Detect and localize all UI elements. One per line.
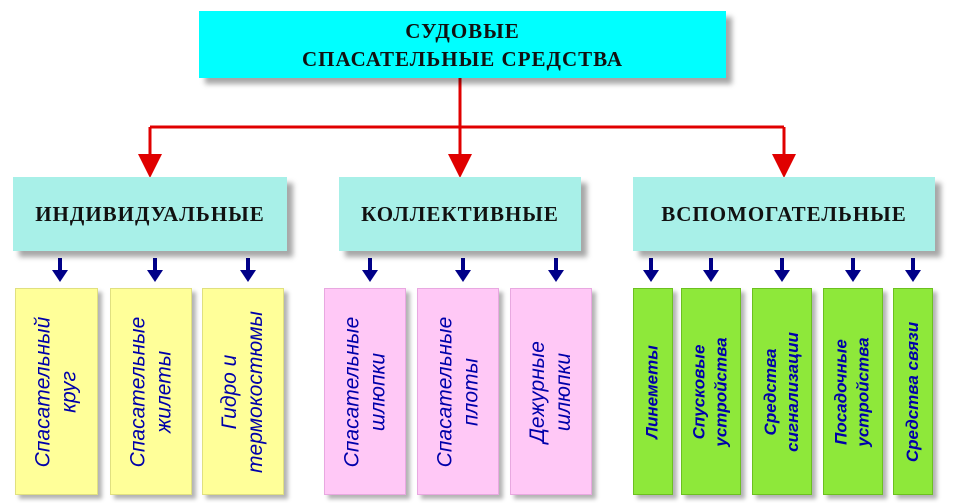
arrow-6 xyxy=(548,258,564,282)
leaf-label-line2: жилеты xyxy=(152,350,176,433)
arrow-10 xyxy=(845,258,861,282)
category-label: КОЛЛЕКТИВНЫЕ xyxy=(361,201,559,226)
category-individual: ИНДИВИДУАЛЬНЫЕ xyxy=(13,177,287,251)
leaf-label-line2: устройства xyxy=(712,336,731,447)
root-node: СУДОВЫЕ СПАСАТЕЛЬНЫЕ СРЕДСТВА xyxy=(199,11,726,78)
arrow-5 xyxy=(455,258,471,282)
leaf-label-line1: Средства связи xyxy=(903,321,923,462)
leaf-label-line1: Дежурные xyxy=(526,340,549,443)
category-collective: КОЛЛЕКТИВНЫЕ xyxy=(339,177,581,251)
leaf-label-line2: шлюпки xyxy=(366,352,390,431)
arrow-7 xyxy=(643,258,659,282)
blue-arrows xyxy=(52,258,921,282)
leaf-label-line2: термокостюмы xyxy=(244,310,268,473)
leaf-communication-means: Средства связи xyxy=(893,288,933,495)
arrow-3 xyxy=(240,258,256,282)
leaf-label-line2: плоты xyxy=(459,357,483,426)
leaf-label-line2: шлюпки xyxy=(552,352,575,431)
red-connectors xyxy=(138,78,796,178)
arrow-4 xyxy=(362,258,378,282)
arrow-1 xyxy=(52,258,68,282)
category-label: ИНДИВИДУАЛЬНЫЕ xyxy=(35,201,265,226)
category-label: ВСПОМОГАТЕЛЬНЫЕ xyxy=(661,201,907,226)
leaf-label-line1: Спасательные xyxy=(340,316,364,467)
leaf-label-line2: сигнализации xyxy=(783,331,802,452)
leaf-label-line1: Спусковые xyxy=(690,344,709,439)
leaf-label-line1: Посадочные xyxy=(832,338,851,445)
leaf-label-line1: Линеметы xyxy=(643,344,663,439)
arrow-8 xyxy=(703,258,719,282)
leaf-label-line2: устройства xyxy=(854,336,873,447)
leaf-label-line1: Средства xyxy=(761,348,780,435)
arrow-9 xyxy=(774,258,790,282)
leaf-label-line1: Спасательные xyxy=(126,316,150,467)
arrow-2 xyxy=(147,258,163,282)
leaf-label-line1: Спасательные xyxy=(433,316,457,467)
leaf-label-line2: круг xyxy=(57,370,81,413)
category-auxiliary: ВСПОМОГАТЕЛЬНЫЕ xyxy=(633,177,935,251)
leaf-label-line1: Спасательный xyxy=(31,316,55,467)
root-title-line1: СУДОВЫЕ xyxy=(405,18,520,43)
leaf-label-line1: Гидро и xyxy=(218,354,242,429)
leaf-line-throwers: Линеметы xyxy=(633,288,673,495)
root-title-line2: СПАСАТЕЛЬНЫЕ СРЕДСТВА xyxy=(301,46,623,71)
arrow-11 xyxy=(905,258,921,282)
